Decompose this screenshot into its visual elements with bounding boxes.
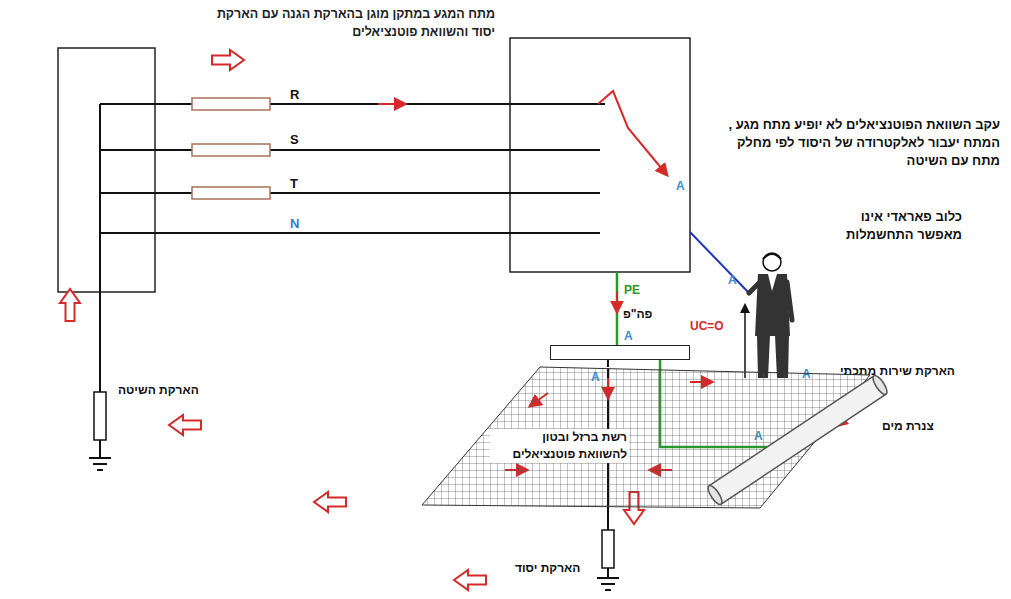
voltage-arrow (744, 305, 746, 378)
resistor-symbol (602, 530, 614, 568)
conductor-label: PE (624, 282, 640, 299)
phase-label: S (290, 131, 299, 149)
earth-label: הארקת יסוד (515, 560, 580, 577)
node-text: צנרת מים (882, 418, 934, 435)
node-text: רשת ברזל ובטון להשוואת פוטנציאלים (490, 429, 629, 463)
panel-box (510, 38, 690, 272)
voltage-label: UC=O (690, 318, 724, 335)
bonding-wire (607, 360, 609, 367)
equipotential-bar: פה"פ (550, 345, 690, 360)
ground-symbol (597, 568, 619, 590)
touch-wire (690, 232, 748, 292)
fault-arrow (598, 91, 667, 175)
point-label: A (624, 328, 633, 345)
diagram-title: מתח המגע במתקן מוגן בהארקת הגנה עם הארקת… (215, 6, 495, 41)
supply-box (58, 48, 155, 292)
node-text: פה"פ (623, 306, 652, 323)
resistor-symbol (94, 392, 106, 440)
fuse-symbol (192, 98, 270, 199)
person-figure (749, 253, 792, 378)
neutral-label: N (290, 215, 299, 233)
note-text: עקב השוואת הפוטנציאלים לא יופיע מתח מגע … (718, 116, 1000, 171)
note-text: כלוב פאראדי אינו מאפשר התחשמלות (840, 208, 962, 244)
phase-label: R (290, 86, 299, 104)
pipe-outline (700, 370, 890, 510)
earth-label: הארקת השיטה (118, 382, 199, 399)
water-pipe: צנרת מים (700, 370, 890, 510)
flow-arrow (60, 50, 644, 590)
point-label: A (728, 272, 737, 289)
pe-wire (616, 272, 619, 345)
point-label: A (676, 178, 685, 195)
ground-symbol (89, 458, 111, 470)
phase-label: T (290, 175, 298, 193)
